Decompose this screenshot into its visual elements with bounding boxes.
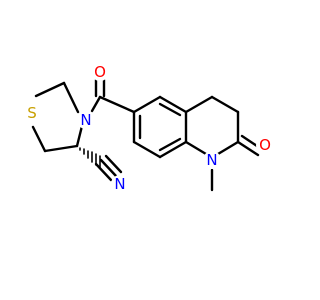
chemical-structure: O N S N O N: [27, 63, 271, 193]
bond-c4-to-n: [75, 124, 84, 148]
bond-nitrile-2: [104, 154, 123, 174]
bond-carbonyl-c-to-n: [90, 95, 102, 113]
bond-nitrile-1: [99, 158, 118, 178]
bond-c2-to-s: [34, 81, 66, 98]
structure-canvas: O N S N O N: [27, 63, 271, 193]
bond-c4-c3: [210, 95, 240, 114]
bond-ar-inner-2: [158, 137, 182, 152]
bond-lactam-co-1: [236, 140, 260, 157]
atom-thiazolidine-sulfur: S: [27, 104, 37, 122]
bond-ar-c5-c4a: [158, 95, 188, 114]
bond-c5-to-c4: [43, 144, 79, 153]
bond-nitrile-3: [94, 162, 113, 182]
bond-c2-n1: [216, 140, 240, 156]
bond-c4a-c4: [184, 95, 214, 114]
atom-lactam-oxygen: O: [259, 136, 271, 154]
bond-ar-c8a-c8: [158, 140, 188, 159]
bond-ar-inner-1: [158, 102, 182, 117]
atom-carbonyl-oxygen: O: [94, 63, 106, 81]
atom-nitrile-nitrogen: N: [114, 175, 125, 193]
bond-n1-c8a: [184, 140, 208, 156]
bond-ar-c6-c5: [132, 95, 162, 114]
bond-n-to-c2: [62, 81, 80, 114]
atom-thiazolidine-nitrogen: N: [80, 111, 91, 129]
atom-quinolinone-nitrogen: N: [206, 151, 217, 169]
bond-carbonyl-c-to-aryl: [98, 95, 136, 114]
bond-ar-c8-c7: [132, 140, 162, 159]
bond-s-to-c5: [31, 125, 47, 153]
